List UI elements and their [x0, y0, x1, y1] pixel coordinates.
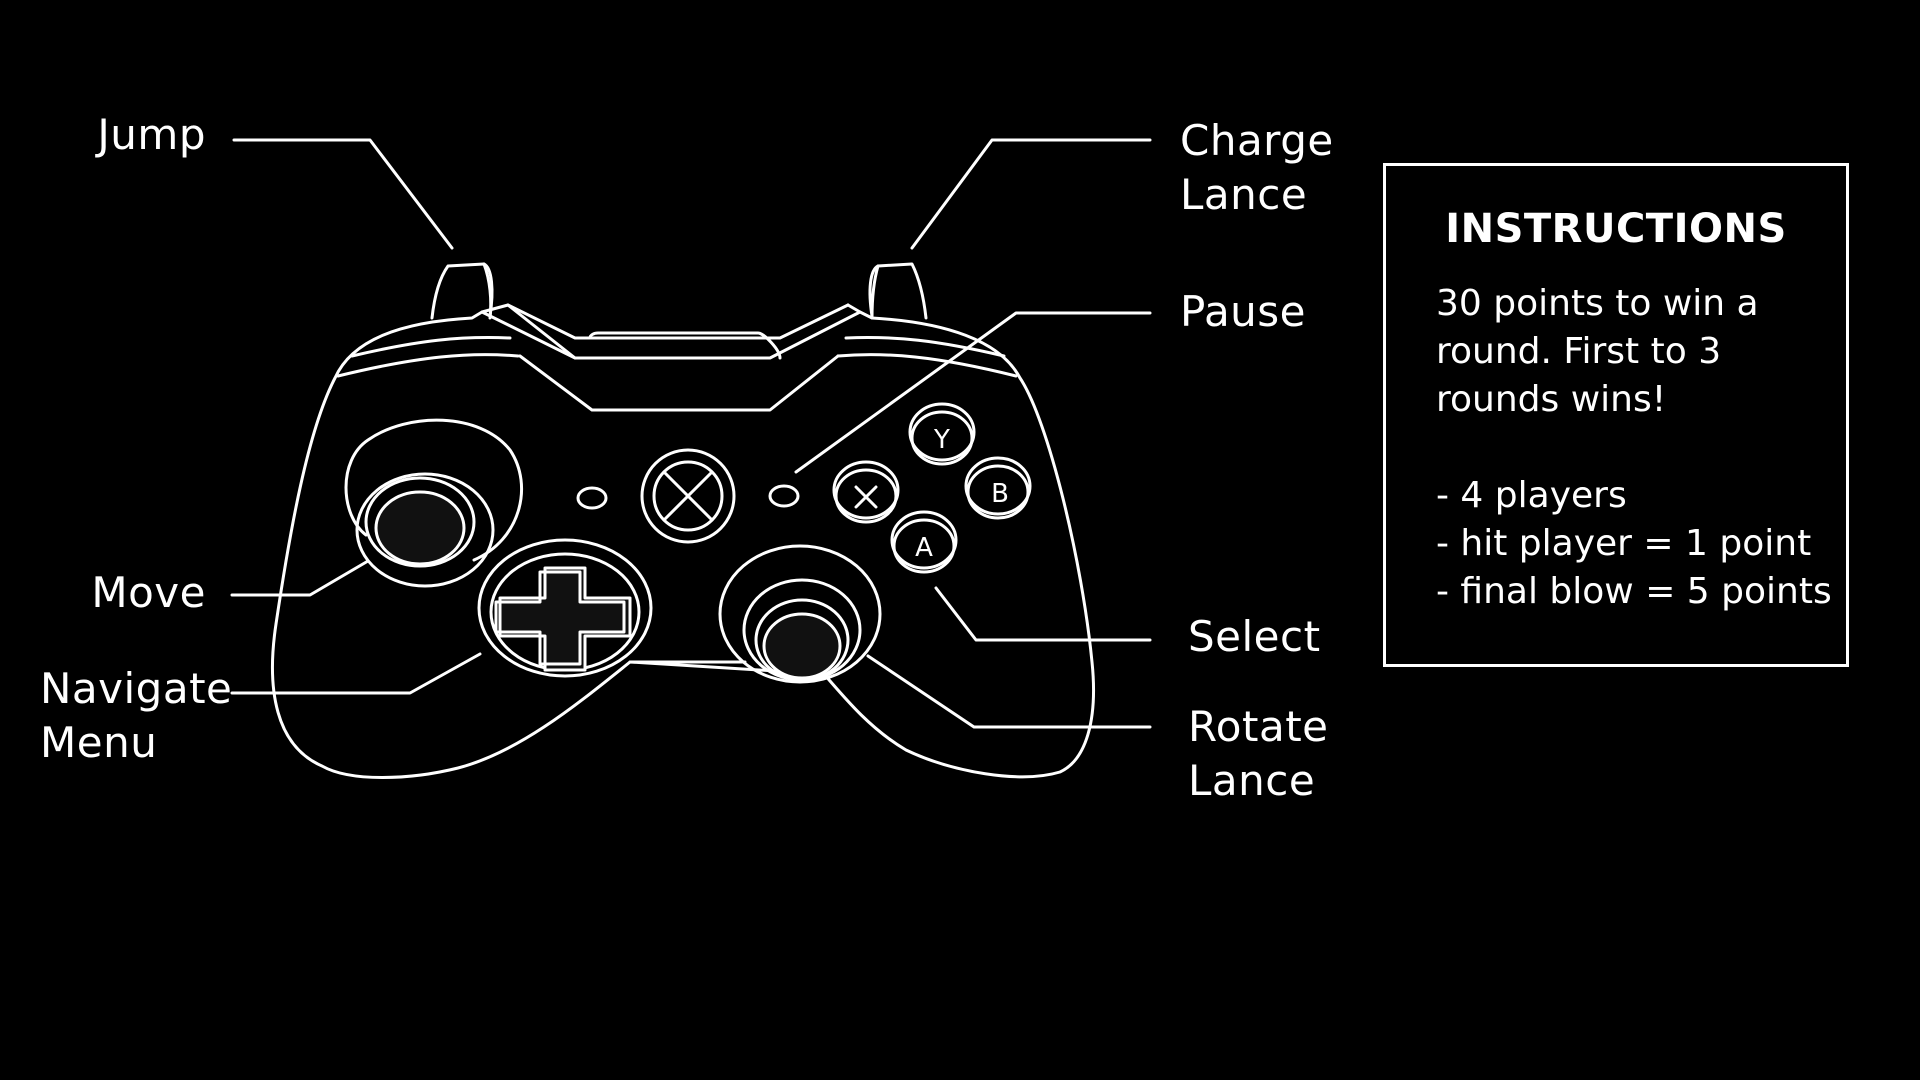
- navigate-menu-leader: [230, 652, 482, 695]
- pause-leader: [794, 311, 1152, 474]
- leader-lines: [230, 138, 1152, 729]
- rule-item: - hit player = 1 point: [1436, 523, 1812, 564]
- y-button-icon: Y: [908, 402, 976, 466]
- instructions-spacer: [1436, 424, 1796, 472]
- a-button-label: A: [915, 533, 933, 563]
- b-button-icon: B: [964, 456, 1032, 520]
- select-leader: [934, 586, 1152, 642]
- charge-lance-leader: [910, 138, 1152, 250]
- x-button-icon: [832, 460, 900, 524]
- move-label: Move: [91, 568, 206, 617]
- rule-item: - final blow = 5 points: [1436, 571, 1832, 612]
- xbox-guide-icon: [640, 448, 736, 544]
- dpad-icon: [477, 538, 653, 678]
- instructions-title: INSTRUCTIONS: [1445, 206, 1787, 252]
- start-button-icon: [768, 484, 800, 508]
- instructions-text-line: rounds wins!: [1436, 379, 1667, 420]
- instructions-text-line: round. First to 3: [1436, 331, 1722, 372]
- pause-label: Pause: [1180, 287, 1307, 336]
- left-stick-icon: [344, 418, 524, 588]
- move-leader: [230, 559, 370, 597]
- a-button-icon: A: [890, 510, 958, 574]
- rotate-lance-leader: [866, 654, 1152, 729]
- charge-lance-label: Charge Lance: [1180, 116, 1334, 219]
- face-buttons: Y B A: [832, 402, 1032, 574]
- controller-body-icon: [270, 262, 1096, 779]
- jump-leader: [232, 138, 454, 250]
- rotate-lance-label: Rotate Lance: [1188, 702, 1329, 805]
- b-button-label: B: [991, 479, 1009, 509]
- navigate-menu-label: Navigate Menu: [40, 664, 233, 767]
- back-button-icon: [576, 486, 608, 510]
- right-stick-icon: [718, 544, 882, 684]
- jump-label: Jump: [97, 110, 206, 159]
- instructions-text-line: 30 points to win a: [1436, 283, 1759, 324]
- instructions-panel: INSTRUCTIONS 30 points to win a round. F…: [1383, 163, 1849, 667]
- y-button-label: Y: [933, 425, 950, 455]
- select-label: Select: [1188, 612, 1321, 661]
- rule-item: - 4 players: [1436, 475, 1627, 516]
